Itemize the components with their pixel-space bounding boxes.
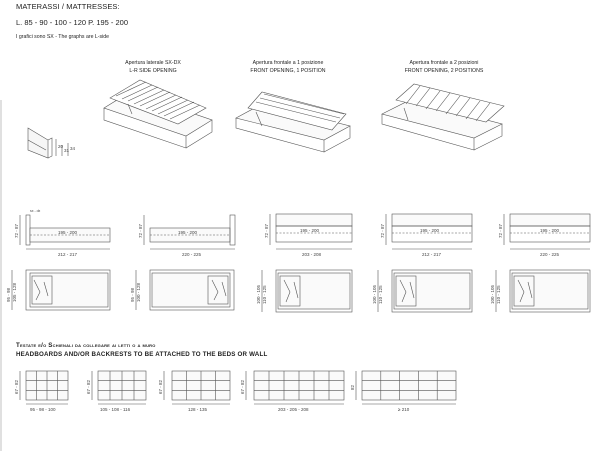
headboard-3-height: 67 - 82 [158,379,163,394]
iso-bed-front-2 [381,83,505,151]
plan-view-1-outer: 95 - 98 [6,287,11,302]
plan-view-4 [377,269,473,313]
headboard-4 [245,370,345,405]
side-view-1-width: 212 - 217 [58,252,78,257]
side-view-5 [503,213,591,250]
headboard-1 [19,370,69,405]
headboard-1-height: 67 - 82 [14,379,19,394]
plan-view-5-outer: 100 - 105 [490,284,495,304]
slats [405,85,491,122]
plan-view-3-inner: 110 - 125 [262,285,267,304]
side-view-4-height: 72 - 87 [380,223,385,238]
caption-side-opening: Apertura laterale SX-DX L-R SIDE OPENING [98,59,208,75]
headboard-4-height: 67 - 82 [240,379,245,394]
bed-frame-detail [27,127,69,159]
side-view-3-mattress: 195 - 200 [300,228,320,233]
plan-view-1-inner: 105 - 128 [12,282,17,302]
side-view-2 [143,214,236,250]
plan-view-4-inner: 110 - 125 [378,285,383,304]
plan-view-2-inner: 100 - 128 [136,282,141,302]
plan-view-3 [261,269,353,313]
plan-view-2-outer: 95 - 98 [130,287,135,302]
side-view-2-width: 220 - 225 [182,252,202,257]
caption-front-1-it: Apertura frontale a 1 posizione [252,60,324,66]
side-view-1-height: 72 - 87 [14,223,19,238]
headboard-1-width: 95 - 98 - 100 [30,407,56,412]
plan-view-3-outer: 100 - 105 [256,284,261,304]
side-view-5-height: 72 - 87 [498,223,503,238]
detail-dim-1: 20 [58,144,64,149]
detail-dim-3: 34 [70,146,76,151]
slats [115,81,201,120]
plan-view-2 [135,269,235,311]
side-view-1 [19,214,111,250]
side-view-3-height: 72 - 87 [264,223,269,238]
side-view-4-mattress: 195 - 200 [420,228,440,233]
headboard-2-width: 105 - 108 - 116 [100,407,131,412]
caption-side-opening-en: L-R SIDE OPENING [129,68,177,75]
side-view-2-height: 72 - 87 [138,223,143,238]
side-view-3-width: 203 - 208 [302,252,322,257]
plan-view-5-inner: 110 - 125 [496,285,501,304]
side-view-5-width: 220 - 225 [540,252,560,257]
headboard-3-width: 128 - 135 [188,407,208,412]
mattress-sizes: L. 85 - 90 - 100 - 120 P. 195 - 200 [16,18,129,27]
side-view-3 [269,213,353,250]
iso-bed-front-1 [235,91,351,153]
headboard-2-height: 67 - 82 [86,379,91,394]
side-view-5-mattress: 195 - 200 [540,228,560,233]
caption-front-2-it: Apertura frontale a 2 posizioni [409,60,479,66]
caption-front-2: Apertura frontale a 2 posizioni FRONT OP… [380,59,508,75]
headboard-2 [91,370,147,405]
side-view-4 [385,213,473,250]
caption-front-1-en: FRONT OPENING, 1 POSITION [250,68,326,75]
side-view-2-mattress: 195 - 200 [178,230,198,235]
plan-view-1 [11,269,111,311]
plan-view-4-outer: 100 - 105 [372,284,377,304]
iso-bed-side-opening [103,79,213,149]
caption-front-2-en: FRONT OPENING, 2 POSITIONS [404,68,484,75]
graphs-note: I grafici sono SX - The graphs are L-sid… [16,34,110,40]
headboard-4-width: 203 - 205 - 208 [278,407,309,412]
headboard-5-width: ≥ 210 [398,407,410,412]
headboard-5-height: 82 [350,384,355,390]
headboard-3 [163,370,231,405]
slats [255,93,345,123]
side-view-4-width: 212 - 217 [422,252,442,257]
detail-dim-2: 31 [64,148,70,153]
headboards-title-it: Testate e/o Schienali da collegare ai le… [16,342,156,349]
plan-view-5 [495,269,591,313]
caption-side-opening-it: Apertura laterale SX-DX [125,60,181,66]
caption-front-1: Apertura frontale a 1 posizione FRONT OP… [226,59,350,75]
side-view-1-tag: sx - dx [30,209,41,213]
page-title: MATERASSI / MATTRESSES: [16,2,120,11]
headboard-5 [355,370,457,405]
side-view-1-mattress: 195 - 200 [58,230,78,235]
headboards-title-en: HEADBOARDS AND/OR BACKRESTS TO BE ATTACH… [16,351,268,358]
